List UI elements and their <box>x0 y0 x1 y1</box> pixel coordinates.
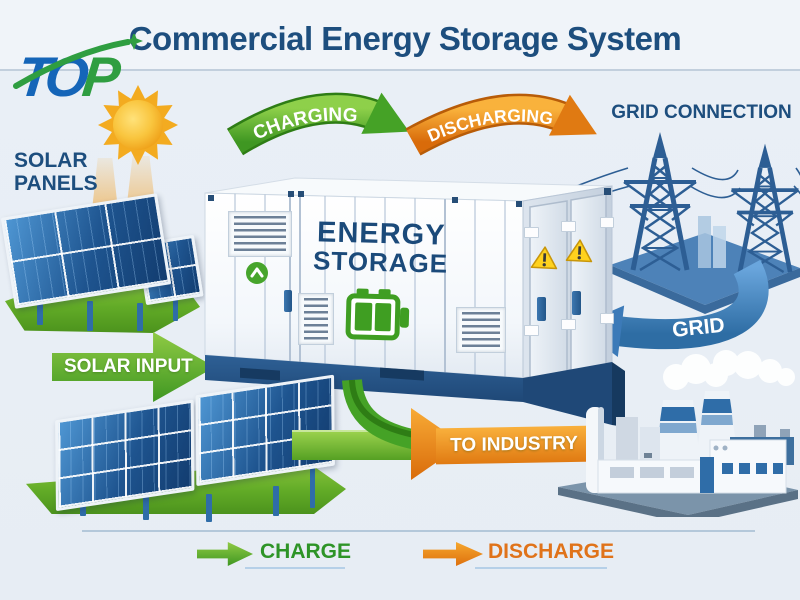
corner-fitting <box>516 201 522 207</box>
door-hinge <box>524 227 539 238</box>
panel-leg <box>143 492 149 520</box>
page-title: Commercial Energy Storage System <box>128 20 682 57</box>
door-hinge <box>524 325 539 336</box>
corner-fitting <box>208 195 214 201</box>
door-handle <box>572 291 581 315</box>
sun-icon <box>98 85 178 165</box>
door-hinge <box>561 319 576 330</box>
solar-panels-label: SOLAR PANELS <box>14 149 98 195</box>
panel-leg <box>87 301 93 331</box>
charging-arrow: CHARGING <box>226 92 410 156</box>
corner-fitting <box>452 197 458 203</box>
corner-fitting <box>288 191 294 197</box>
corner-fitting <box>604 188 611 195</box>
discharge-legend-arrow <box>423 542 483 566</box>
smoke-clouds <box>663 350 795 390</box>
solar-array-bottom <box>18 374 353 522</box>
vent-grille <box>456 307 506 353</box>
discharge-underline <box>475 567 607 569</box>
solar-panel <box>55 399 195 512</box>
warning-icon <box>530 246 558 270</box>
grid-connection-label: GRID CONNECTION <box>611 102 792 123</box>
charge-legend-arrow <box>197 542 253 566</box>
panel-leg <box>273 486 279 516</box>
vent-grille <box>298 293 334 345</box>
energy-storage-container: ENERGY STORAGE <box>200 175 625 435</box>
solar-input-label: SOLAR INPUT <box>64 356 193 377</box>
door-hinge <box>600 217 614 228</box>
top-logo: TOP <box>12 34 152 112</box>
discharge-legend-label: DISCHARGE <box>488 540 615 563</box>
panel-leg <box>206 494 212 522</box>
door-handle <box>537 297 546 321</box>
door-handle <box>284 290 292 312</box>
title-divider <box>0 69 800 71</box>
charge-underline <box>245 567 345 569</box>
solar-array-top <box>0 193 204 335</box>
warning-icon <box>565 239 593 263</box>
charge-legend-label: CHARGE <box>260 540 352 563</box>
logo-swoosh-icon <box>13 34 143 89</box>
panel-leg <box>173 295 178 321</box>
battery-icon <box>345 288 410 341</box>
chevron-up-badge-icon <box>246 262 268 284</box>
panel-leg <box>37 295 43 325</box>
panel-leg <box>310 452 315 508</box>
door-hinge <box>600 313 614 324</box>
legend-divider <box>82 530 755 532</box>
grid-label: GRID <box>671 314 726 342</box>
discharging-arrow: DISCHARGING <box>405 93 597 156</box>
storage-unit-title: ENERGY STORAGE <box>312 216 449 279</box>
factory-illustration <box>558 350 798 517</box>
container-base <box>205 355 523 402</box>
vent-grille <box>228 211 292 257</box>
panel-leg <box>137 303 143 331</box>
door-hinge <box>561 221 576 232</box>
corner-fitting <box>298 191 304 197</box>
cooling-tower <box>656 400 700 460</box>
